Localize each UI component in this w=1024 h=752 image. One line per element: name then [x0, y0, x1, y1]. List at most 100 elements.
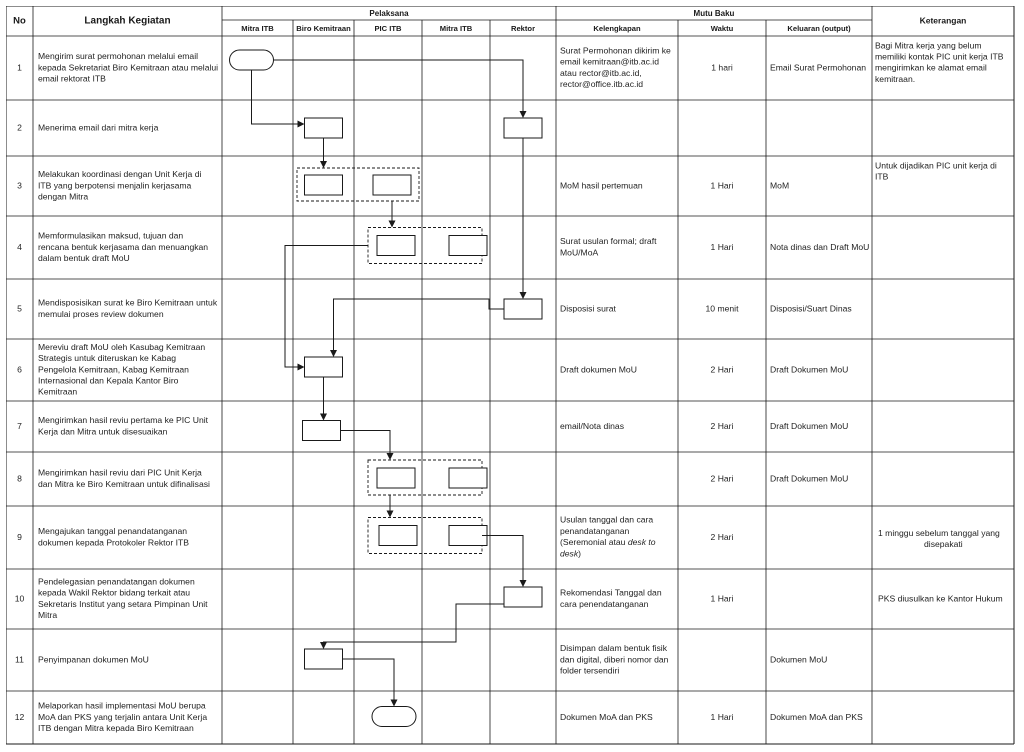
kelengkapan-text: Draft dokumen MoU [560, 364, 637, 374]
output-text: Dokumen MoA dan PKS [770, 712, 863, 722]
step-text: email rektorat ITB [38, 73, 106, 83]
keterangan-text: Bagi Mitra kerja yang belum [875, 40, 982, 50]
kelengkapan-text: atau rector@itb.ac.id, [560, 68, 642, 78]
start-terminator [229, 49, 274, 71]
keterangan-text: Untuk dijadikan PIC unit kerja di [875, 160, 997, 170]
process-box [448, 467, 488, 489]
kelengkapan-text: Surat usulan formal; draft [560, 236, 657, 246]
kelengkapan-text: Disimpan dalam bentuk fisik [560, 643, 668, 653]
step-text: dokumen kepada Protokoler Rektor ITB [38, 537, 189, 547]
kelengkapan-text: Disposisi surat [560, 303, 616, 313]
process-box-biro [304, 117, 343, 139]
kelengkapan-text: MoM hasil pertemuan [560, 180, 643, 190]
header-actor: Mitra ITB [440, 24, 473, 33]
flow-arrow [342, 658, 398, 707]
step-text: ITB yang berpotensi menjalin kerjasama [38, 180, 192, 190]
header-actor: Biro Kemitraan [296, 24, 351, 33]
step-text: Melaporkan hasil implementasi MoU berupa [38, 701, 206, 711]
step-text: rencana bentuk kerjasama dan menuangkan [38, 242, 208, 252]
step-text: Penyimpanan dokumen MoU [38, 654, 149, 664]
row-number: 5 [17, 303, 22, 313]
process-box-biro [304, 648, 343, 670]
step-text: ITB dengan Mitra kepada Biro Kemitraan [38, 723, 194, 733]
process-box [448, 235, 488, 256]
row-number: 10 [15, 593, 25, 603]
step-text: Pengelola Kemitraan, Kabag Kemitraan [38, 364, 189, 374]
output-text: Email Surat Permohonan [770, 62, 866, 72]
waktu-text: 2 Hari [711, 364, 734, 374]
header-mutu-baku: Mutu Baku [694, 9, 735, 18]
output-text: Draft Dokumen MoU [770, 421, 848, 431]
header-no: No [13, 16, 26, 27]
step-text: kepada Sekretariat Biro Kemitraan atau m… [38, 62, 218, 72]
process-box-rektor [503, 586, 543, 608]
step-text: Mengajukan tanggal penandatanganan [38, 526, 187, 536]
keterangan-text: mengirimkan ke alamat email [875, 63, 987, 73]
row-number: 7 [17, 421, 22, 431]
waktu-text: 2 Hari [711, 421, 734, 431]
header-mutu-col: Waktu [711, 24, 734, 33]
waktu-text: 10 menit [706, 303, 740, 313]
step-text: Mendisposisikan surat ke Biro Kemitraan … [38, 298, 218, 308]
flow-arrow [330, 298, 504, 357]
waktu-text: 1 Hari [711, 712, 734, 722]
output-text: Dokumen MoU [770, 654, 827, 664]
flow-arrow [340, 430, 394, 460]
kelengkapan-text: (Seremonial atau desk to [560, 537, 656, 547]
process-box [378, 525, 418, 546]
waktu-text: 2 Hari [711, 473, 734, 483]
keterangan-text: 1 minggu sebelum tanggal yang [878, 528, 1000, 538]
keterangan-text: kemitraan. [875, 74, 915, 84]
kelengkapan-text: MoU/MoA [560, 247, 598, 257]
header-actor: Mitra ITB [241, 24, 274, 33]
row-number: 2 [17, 122, 22, 132]
process-box [376, 467, 416, 489]
row-number: 3 [17, 180, 22, 190]
kelengkapan-text: desk) [560, 549, 581, 559]
waktu-text: 1 Hari [711, 593, 734, 603]
row-number: 11 [15, 654, 24, 664]
kelengkapan-text: email kemitraan@itb.ac.id [560, 57, 659, 67]
process-box [448, 525, 488, 546]
row-number: 6 [17, 364, 22, 374]
step-text: Melakukan koordinasi dengan Unit Kerja d… [38, 169, 201, 179]
process-box-rektor [503, 117, 543, 139]
row-number: 4 [17, 242, 22, 252]
header-actor: PIC ITB [374, 24, 402, 33]
step-text: dengan Mitra [38, 191, 88, 201]
kelengkapan-text: Rekomendasi Tanggal dan [560, 588, 662, 598]
keterangan-text: PKS diusulkan ke Kantor Hukum [878, 593, 1003, 603]
kelengkapan-text: cara penendatanganan [560, 599, 649, 609]
flow-arrow [482, 535, 527, 587]
step-text: Menerima email dari mitra kerja [38, 122, 159, 132]
process-box [372, 174, 412, 196]
output-text: Disposisi/Suart Dinas [770, 303, 852, 313]
kelengkapan-text: penandatanganan [560, 526, 630, 536]
parallel-group [296, 167, 420, 202]
step-text: MoA dan PKS yang terjalin antara Unit Ke… [38, 712, 207, 722]
flow-arrow [251, 70, 305, 128]
step-text: Kerja dan Mitra untuk disesuaikan [38, 426, 168, 436]
output-text: Draft Dokumen MoU [770, 473, 848, 483]
step-text: Memformulasikan maksud, tujuan dan [38, 231, 183, 241]
process-box-rektor [503, 298, 543, 320]
header-langkah-kegiatan: Langkah Kegiatan [84, 16, 170, 27]
process-box-biro [302, 420, 341, 441]
process-box [304, 174, 343, 196]
step-text: dalam bentuk draft MoU [38, 253, 130, 263]
kelengkapan-text: Dokumen MoA dan PKS [560, 712, 653, 722]
keterangan-text: disepakati [924, 539, 963, 549]
kelengkapan-text: Surat Permohonan dikirim ke [560, 45, 671, 55]
header-mutu-col: Keluaran (output) [787, 24, 851, 33]
end-terminator [371, 706, 417, 727]
keterangan-text: ITB [875, 171, 889, 181]
kelengkapan-text: dan digital, diberi nomor dan [560, 654, 669, 664]
step-text: Mengirimkan hasil reviu pertama ke PIC U… [38, 415, 209, 425]
header-actor: Rektor [511, 24, 535, 33]
kelengkapan-text: folder tersendiri [560, 665, 619, 675]
output-text: MoM [770, 180, 789, 190]
process-box-biro [304, 356, 343, 378]
step-text: Mengirim surat permohonan melalui email [38, 51, 198, 61]
step-text: Mengirimkan hasil reviu dari PIC Unit Ke… [38, 468, 202, 478]
